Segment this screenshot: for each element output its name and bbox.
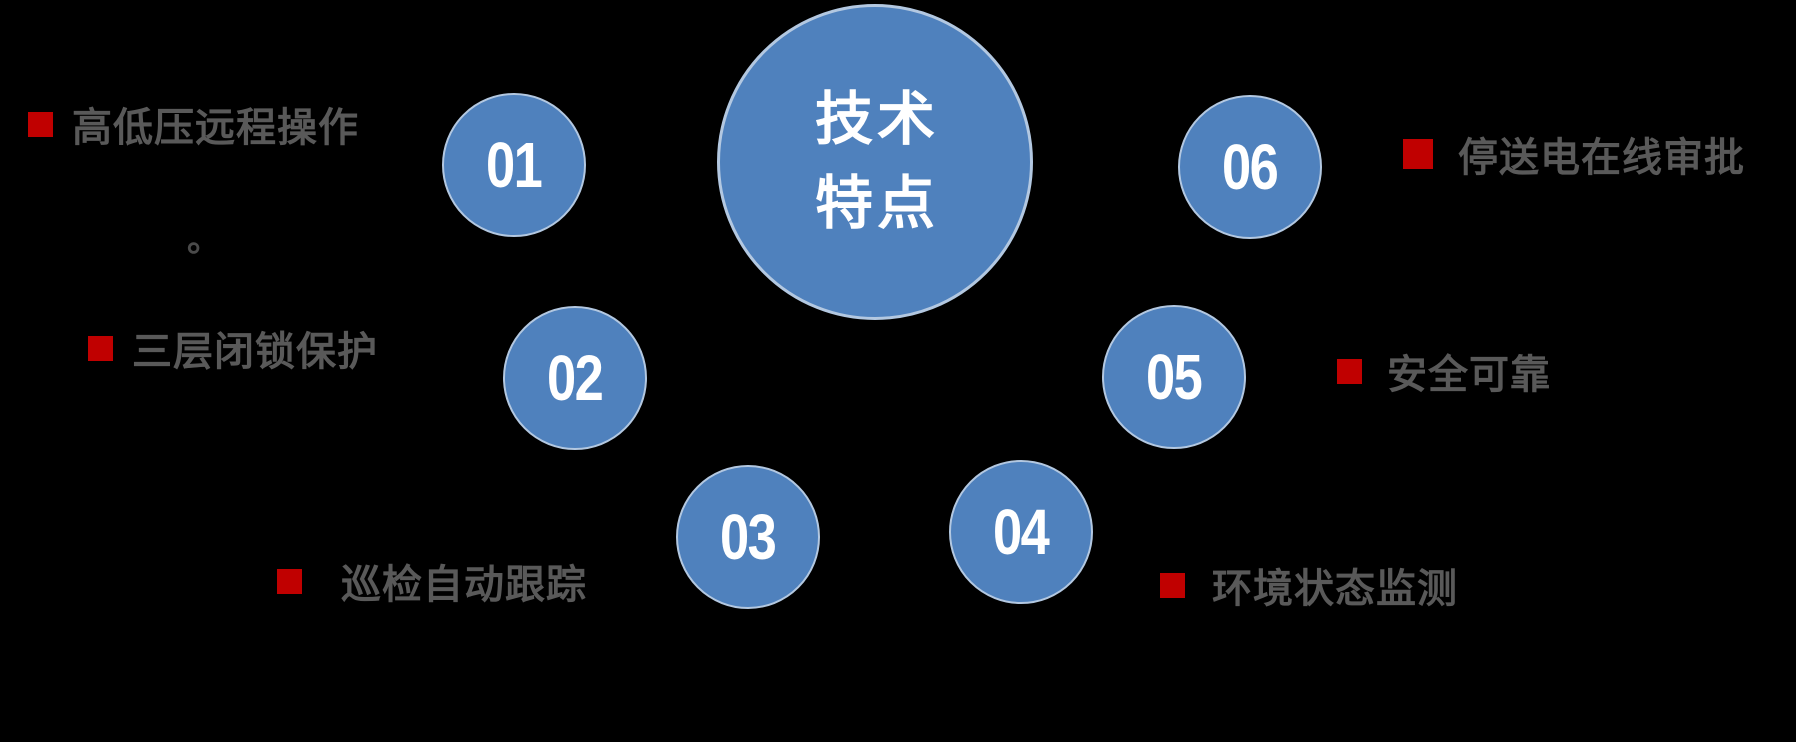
feature-label-01: 高低压远程操作 xyxy=(28,100,359,150)
number-circle-03: 03 xyxy=(676,465,820,609)
feature-label-06-text: 停送电在线审批 xyxy=(1458,136,1745,180)
number-circle-02: 02 xyxy=(503,306,647,450)
center-title-line1: 技术 xyxy=(814,87,939,152)
number-circle-01: 01 xyxy=(442,93,586,237)
feature-label-03: 巡检自动跟踪 xyxy=(277,557,587,607)
feature-label-06: 停送电在线审批 xyxy=(1403,130,1745,180)
number-circle-03-text: 03 xyxy=(720,501,777,573)
feature-label-04-text: 环境状态监测 xyxy=(1212,567,1458,611)
number-circle-05-text: 05 xyxy=(1146,341,1203,413)
feature-label-04: 环境状态监测 xyxy=(1160,561,1458,611)
feature-label-02-text: 三层闭锁保护 xyxy=(132,330,378,374)
number-circle-06: 06 xyxy=(1178,95,1322,239)
center-circle: 技术 特点 xyxy=(717,4,1033,320)
number-circle-01-text: 01 xyxy=(486,129,543,201)
bullet-square-icon xyxy=(28,111,53,137)
feature-label-05-text: 安全可靠 xyxy=(1387,353,1551,397)
bullet-square-icon xyxy=(88,335,113,361)
center-title-line2: 特点 xyxy=(814,171,939,236)
feature-label-01-text: 高低压远程操作 xyxy=(72,106,359,150)
feature-label-05: 安全可靠 xyxy=(1337,347,1551,397)
bullet-square-icon xyxy=(1160,572,1185,598)
bullet-square-icon xyxy=(277,568,302,594)
feature-label-02: 三层闭锁保护 xyxy=(88,324,378,374)
number-circle-06-text: 06 xyxy=(1222,131,1279,203)
number-circle-04: 04 xyxy=(949,460,1093,604)
bullet-square-icon xyxy=(1337,358,1362,384)
stray-period-mark: 。 xyxy=(187,221,221,259)
feature-label-03-text: 巡检自动跟踪 xyxy=(341,563,587,607)
number-circle-04-text: 04 xyxy=(993,496,1050,568)
number-circle-05: 05 xyxy=(1102,305,1246,449)
bullet-square-icon xyxy=(1403,139,1433,169)
number-circle-02-text: 02 xyxy=(547,342,604,414)
